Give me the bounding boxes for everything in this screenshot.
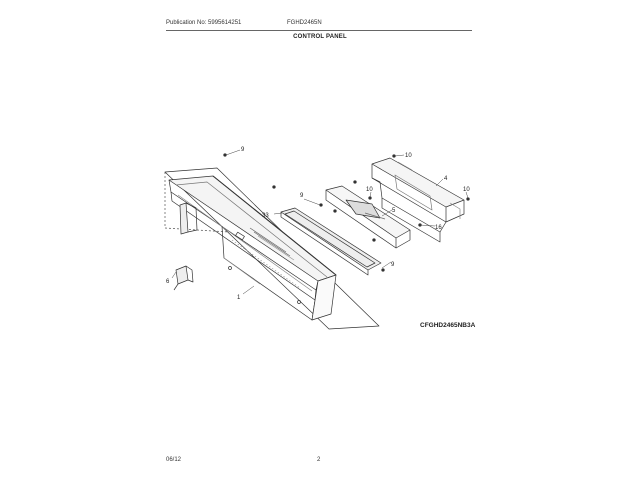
display-bracket	[325, 185, 411, 249]
screws	[223, 153, 470, 272]
leader-lines	[171, 149, 469, 295]
callout-1: 1	[237, 295, 241, 301]
publication-number: Publication No: 5995614251	[166, 20, 242, 26]
callout-5: 5	[392, 208, 396, 214]
callout-16: 16	[435, 225, 442, 231]
control-console	[168, 175, 337, 321]
main-panel-outline	[164, 167, 380, 330]
page-number: 2	[317, 457, 321, 463]
callout-4: 4	[444, 176, 448, 182]
callout-9-top: 9	[241, 147, 245, 153]
gasket-seal	[280, 207, 382, 276]
callout-10-right: 10	[463, 187, 470, 193]
header-rule	[166, 30, 472, 31]
callout-33: 33	[262, 213, 269, 219]
callout-10-mid: 10	[366, 187, 373, 193]
callout-10-top: 10	[405, 153, 412, 159]
callout-6: 6	[166, 279, 170, 285]
control-housing	[371, 157, 465, 243]
section-title: CONTROL PANEL	[293, 34, 347, 40]
model-number: FGHD2465N	[287, 20, 322, 26]
diagram-code: CFGHD2465NB3A	[420, 322, 476, 329]
footer-date: 06/12	[166, 457, 182, 463]
bracket-clip	[173, 265, 194, 291]
callout-9-mid: 9	[300, 193, 304, 199]
callout-9-low: 9	[391, 262, 395, 268]
